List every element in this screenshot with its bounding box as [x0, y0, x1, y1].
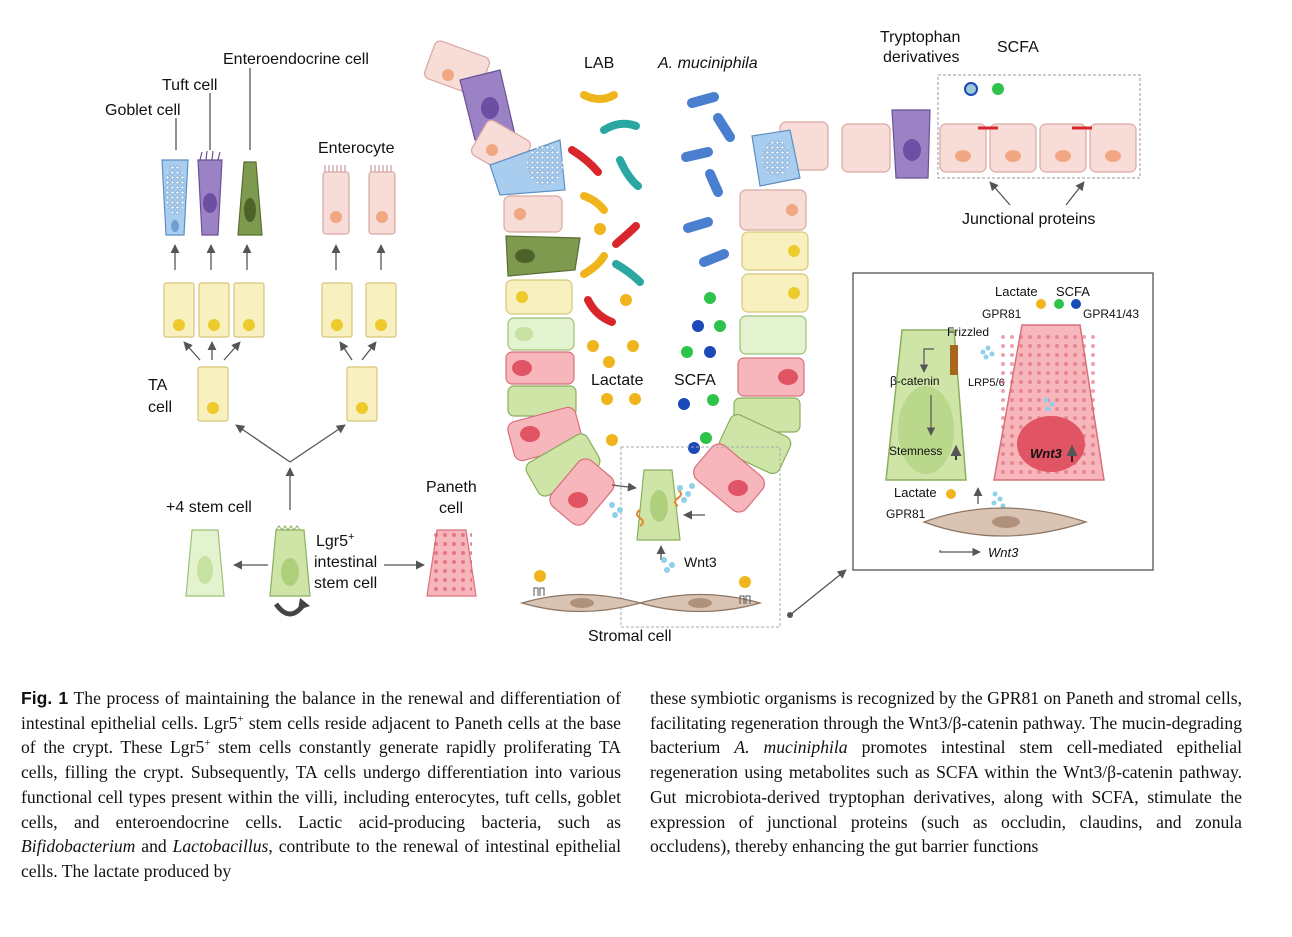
goblet-cell: [161, 159, 189, 236]
caption-lacto: Lactobacillus: [172, 836, 269, 857]
crypt-base-box: [620, 446, 781, 628]
ta-cells-row: [163, 282, 397, 338]
fig-label: Fig. 1: [21, 688, 69, 708]
bcatenin-label: β-catenin: [890, 374, 940, 388]
wnt3-inset-label: Wnt3: [1030, 446, 1063, 461]
caption-left-p1: The process of maintaining the balance i…: [21, 688, 621, 733]
lrp-label: LRP5/6: [968, 377, 1005, 389]
wnt3-label: Wnt3: [684, 554, 717, 570]
scfa-label: SCFA: [674, 372, 716, 389]
lab-label: LAB: [584, 55, 614, 72]
villus-right-top: [751, 109, 931, 187]
lgr5-sup: +: [348, 531, 354, 543]
plus4-stem-label: +4 stem cell: [166, 499, 252, 516]
caption-sup1: +: [237, 712, 244, 725]
lactate-label: Lactate: [591, 372, 644, 389]
inset-lactate-label: Lactate: [995, 284, 1038, 299]
junction-cells: [939, 82, 1137, 173]
inset-wnt-dots: [980, 345, 1055, 509]
tuft-cell-label: Tuft cell: [162, 77, 217, 94]
enteroendocrine-cell-label: Enteroendocrine cell: [223, 51, 369, 68]
caption-sup2: +: [204, 737, 211, 750]
svg-text:Lgr5+: Lgr5+: [316, 531, 354, 550]
caption-bifido: Bifidobacterium: [21, 836, 136, 857]
junction-box: [937, 74, 1141, 179]
junctional-proteins-label: Junctional proteins: [962, 211, 1095, 228]
wnt3-bottom-label: Wnt3: [988, 545, 1019, 560]
crypt-diagram: Tryptophan derivatives SCFA Junctional p…: [423, 29, 1141, 645]
lgr5-label-line1: Lgr5: [316, 533, 348, 550]
ta-label-line1: TA: [148, 377, 168, 394]
akk-label: A. muciniphila: [657, 55, 758, 72]
wnt-dots: [609, 483, 695, 573]
gpr81-label: GPR81: [982, 307, 1022, 321]
inset-stem-cell: [885, 329, 967, 481]
paneth-label-line1: Paneth: [426, 479, 477, 496]
scfa-top-label: SCFA: [997, 39, 1039, 56]
akk-bacteria: [681, 92, 735, 267]
caption-left-p3: stem cells constantly generate rapidly p…: [21, 737, 621, 832]
stemness-label: Stemness: [889, 444, 942, 458]
lgr5-label-line3: stem cell: [314, 575, 377, 592]
caption-and: and: [135, 836, 173, 857]
scfa-dots: [678, 292, 726, 454]
tuft-cell: [197, 150, 223, 236]
crypt-left-wall: [423, 40, 615, 526]
enterocyte-label: Enterocyte: [318, 140, 395, 157]
ta-cell-lower: [197, 366, 378, 422]
ta-label-line2: cell: [148, 399, 172, 416]
caption-right-column: these symbiotic organisms is recognized …: [650, 686, 1242, 859]
inset-lactate2-label: Lactate: [894, 485, 937, 500]
tryptophan-label-line2: derivatives: [883, 49, 959, 66]
stromal-cell-label: Stromal cell: [588, 628, 672, 645]
enterocyte-pair: [322, 165, 396, 235]
inset-scfa-label: SCFA: [1056, 284, 1090, 299]
lactate-dots: [587, 223, 641, 446]
caption-left-p4: , contribute to the renewal of intestina…: [21, 836, 621, 881]
gpr81-2-label: GPR81: [886, 507, 926, 521]
frizzled-label: Frizzled: [947, 325, 989, 339]
caption-left-p2: stem cells reside adjacent to Paneth cel…: [21, 712, 621, 758]
lgr5-label-line2: intestinal: [314, 554, 377, 571]
paneth-label-line2: cell: [439, 500, 463, 517]
crypt-stem-cell: [636, 469, 682, 541]
lab-bacteria: [568, 91, 644, 326]
crypt-right-wall: [693, 189, 809, 513]
caption-left-column: Fig. 1 The process of maintaining the ba…: [21, 686, 621, 884]
inset-panel: Lactate SCFA GPR81 GPR41/43 Frizzled LRP…: [852, 272, 1154, 571]
stromal-cells: [519, 570, 763, 613]
enteroendocrine-cell: [237, 161, 263, 236]
lgr5-stem-cell: [269, 525, 311, 617]
caption-right-p2: promotes intestinal stem cell-mediated e…: [650, 737, 1242, 857]
caption-akk: A. muciniphila: [734, 737, 848, 758]
gpr4143-label: GPR41/43: [1083, 307, 1139, 321]
inset-stromal-cell: [922, 507, 1088, 557]
plus4-stem-cell: [185, 529, 225, 597]
paneth-cell: [426, 529, 477, 597]
tryptophan-label-line1: Tryptophan: [880, 29, 960, 46]
figure-diagram: Goblet cell Tuft cell Enteroendocrine ce…: [105, 29, 1154, 645]
lineage-panel: Goblet cell Tuft cell Enteroendocrine ce…: [105, 51, 477, 617]
goblet-cell-label: Goblet cell: [105, 102, 181, 119]
caption-right-p1: these symbiotic organisms is recognized …: [650, 688, 1242, 758]
